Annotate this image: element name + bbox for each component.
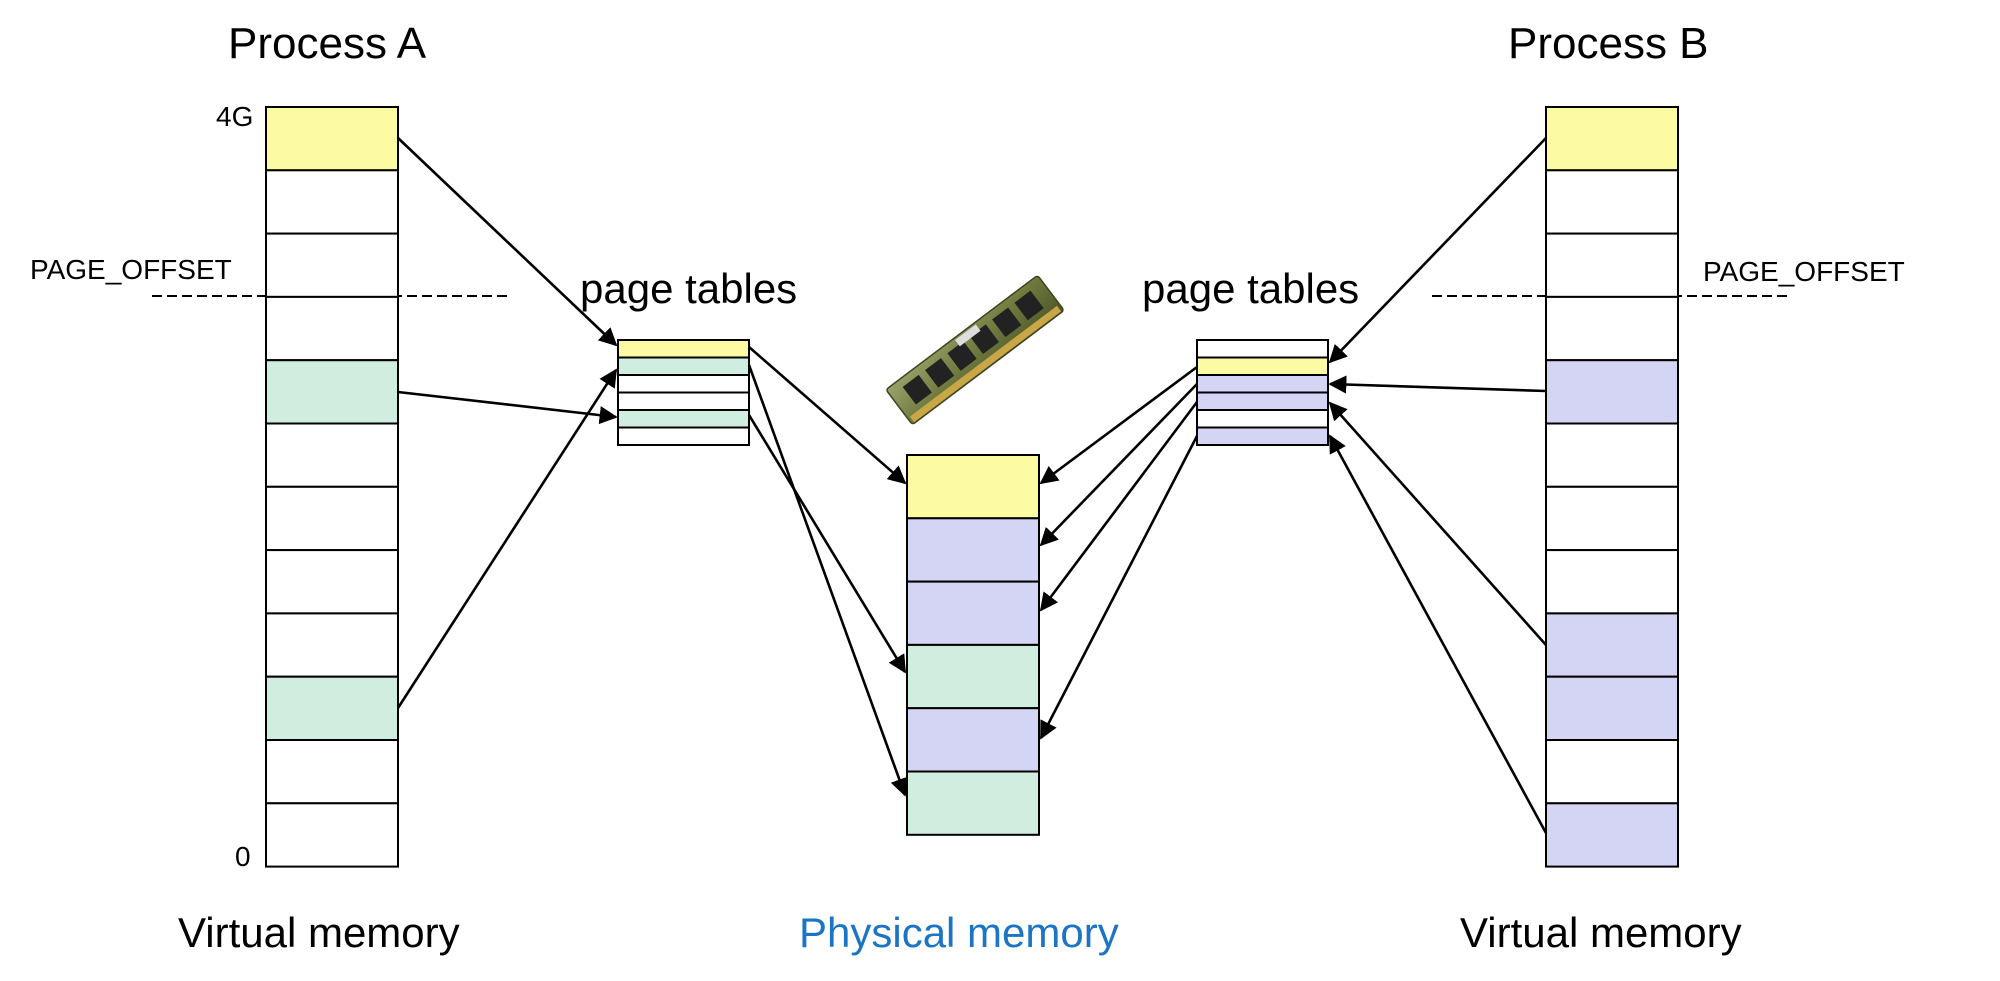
virtual-page-empty xyxy=(1545,549,1679,615)
bottom-address-label: 0 xyxy=(235,841,251,872)
physical-memory-frames xyxy=(906,454,1040,836)
process-a-page-table xyxy=(617,339,750,446)
virtual-memory-caption-a: Virtual memory xyxy=(178,909,460,956)
virtual-page-b-user xyxy=(1545,675,1679,742)
virtual-page-empty xyxy=(265,422,399,488)
virtual-page-empty xyxy=(1545,295,1679,362)
physical-frame-user xyxy=(906,770,1040,836)
virtual-page-empty xyxy=(1545,422,1679,488)
page-table-entry-user xyxy=(617,356,750,376)
virtual-memory-caption-b: Virtual memory xyxy=(1460,909,1742,956)
mapping-arrow xyxy=(747,414,907,674)
page-table-entry-empty xyxy=(1196,409,1329,429)
page-table-entry-user xyxy=(617,409,750,429)
page-table-entry-kernel xyxy=(1196,356,1329,376)
page-table-entry-b-user xyxy=(1196,374,1329,394)
virtual-page-empty xyxy=(265,739,399,805)
physical-frame-user xyxy=(906,643,1040,710)
physical-memory-caption: Physical memory xyxy=(799,909,1119,956)
process-b-title: Process B xyxy=(1508,19,1709,68)
mapping-arrow xyxy=(1328,375,1547,394)
mapping-arrow xyxy=(396,368,618,709)
page-table-entry-b-user xyxy=(1196,391,1329,411)
virtual-page-kernel xyxy=(265,106,399,172)
page-tables-label-b: page tables xyxy=(1142,265,1360,312)
virtual-page-user xyxy=(265,359,399,425)
virtual-page-empty xyxy=(265,232,399,298)
process-b-virtual-memory xyxy=(1545,106,1679,868)
virtual-page-empty xyxy=(265,612,399,678)
virtual-page-empty xyxy=(265,169,399,235)
page-table-entry-empty xyxy=(617,374,750,394)
virtual-page-empty xyxy=(1545,169,1679,235)
virtual-page-empty xyxy=(265,549,399,615)
mapping-arrow xyxy=(397,390,618,425)
virtual-page-empty xyxy=(1545,232,1679,298)
page-tables-label-a: page tables xyxy=(580,265,798,312)
mapping-arrow xyxy=(397,137,618,347)
virtual-page-empty xyxy=(265,295,399,362)
page-table-entry-empty xyxy=(617,426,750,446)
page-offset-label-b: PAGE_OFFSET xyxy=(1703,256,1905,287)
mapping-arrow xyxy=(1039,383,1198,547)
physical-frame-kernel xyxy=(906,454,1040,520)
process-a-title: Process A xyxy=(228,19,427,68)
physical-frame-b-user xyxy=(906,580,1040,646)
virtual-page-kernel xyxy=(1545,106,1679,172)
page-table-entry-b-user xyxy=(1196,426,1329,446)
physical-frame-b-user xyxy=(906,707,1040,773)
virtual-page-empty xyxy=(1545,485,1679,552)
ram-stick-icon xyxy=(886,275,1064,425)
mapping-arrow xyxy=(747,364,908,797)
page-table-entry-kernel xyxy=(617,339,750,359)
mapping-arrow xyxy=(1328,434,1548,834)
virtual-page-b-user xyxy=(1545,612,1679,678)
mapping-arrow xyxy=(1039,365,1198,485)
virtual-page-user xyxy=(265,675,399,742)
mapping-arrow xyxy=(748,346,907,485)
mapping-arrows xyxy=(396,137,1548,834)
virtual-page-b-user xyxy=(1545,359,1679,425)
process-b-page-table xyxy=(1196,339,1329,446)
virtual-page-b-user xyxy=(1545,802,1679,868)
physical-frame-b-user xyxy=(906,517,1040,583)
mapping-arrow xyxy=(1328,401,1547,646)
mapping-arrow xyxy=(1039,401,1199,612)
virtual-page-empty xyxy=(265,802,399,868)
virtual-page-empty xyxy=(265,485,399,552)
mapping-arrow xyxy=(1328,137,1547,364)
virtual-page-empty xyxy=(1545,739,1679,805)
top-address-label: 4G xyxy=(216,101,254,132)
process-a-virtual-memory xyxy=(265,106,399,868)
page-offset-label-a: PAGE_OFFSET xyxy=(30,254,232,285)
mapping-arrow xyxy=(1039,435,1199,740)
page-table-entry-empty xyxy=(617,391,750,411)
page-table-entry-empty xyxy=(1196,339,1329,359)
